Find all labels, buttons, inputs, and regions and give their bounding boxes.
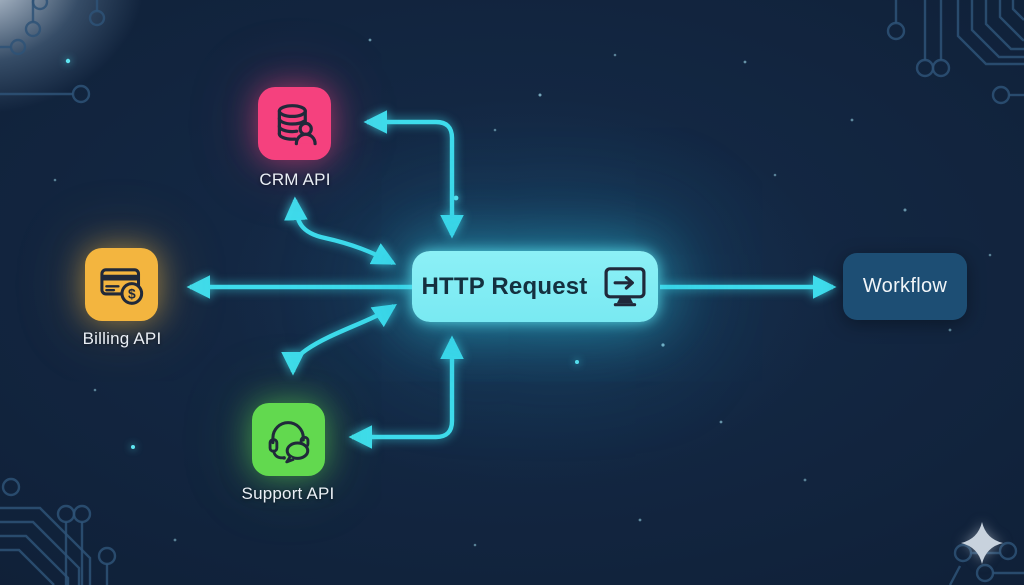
node-crm-api: [258, 87, 331, 160]
arrow-crm-center-curve: [284, 196, 397, 265]
node-workflow: Workflow: [843, 253, 967, 320]
node-billing-api: $: [85, 248, 158, 321]
headset-chat-icon: [264, 415, 314, 465]
arrow-crm-center-elbow: [363, 110, 464, 239]
credit-card-dollar-icon: $: [97, 260, 147, 310]
node-http-request: HTTP Request: [412, 251, 658, 322]
database-user-icon: [270, 99, 320, 149]
circuit-bottom-left: [0, 477, 117, 585]
node-support-api: [252, 403, 325, 476]
circuit-top-right: [886, 0, 1024, 105]
http-request-label: HTTP Request: [421, 272, 588, 300]
monitor-arrow-icon: [602, 266, 648, 308]
arrow-support-center-elbow: [348, 335, 464, 449]
workflow-label: Workflow: [862, 275, 948, 297]
crm-api-label: CRM API: [259, 170, 331, 189]
circuit-top-left: [0, 0, 106, 104]
arrow-support-center-curve: [281, 304, 397, 376]
billing-api-label: Billing API: [82, 329, 162, 348]
support-api-label: Support API: [241, 484, 335, 503]
dollar-glyph: $: [127, 285, 135, 301]
sparkle-icon: [961, 522, 1003, 564]
